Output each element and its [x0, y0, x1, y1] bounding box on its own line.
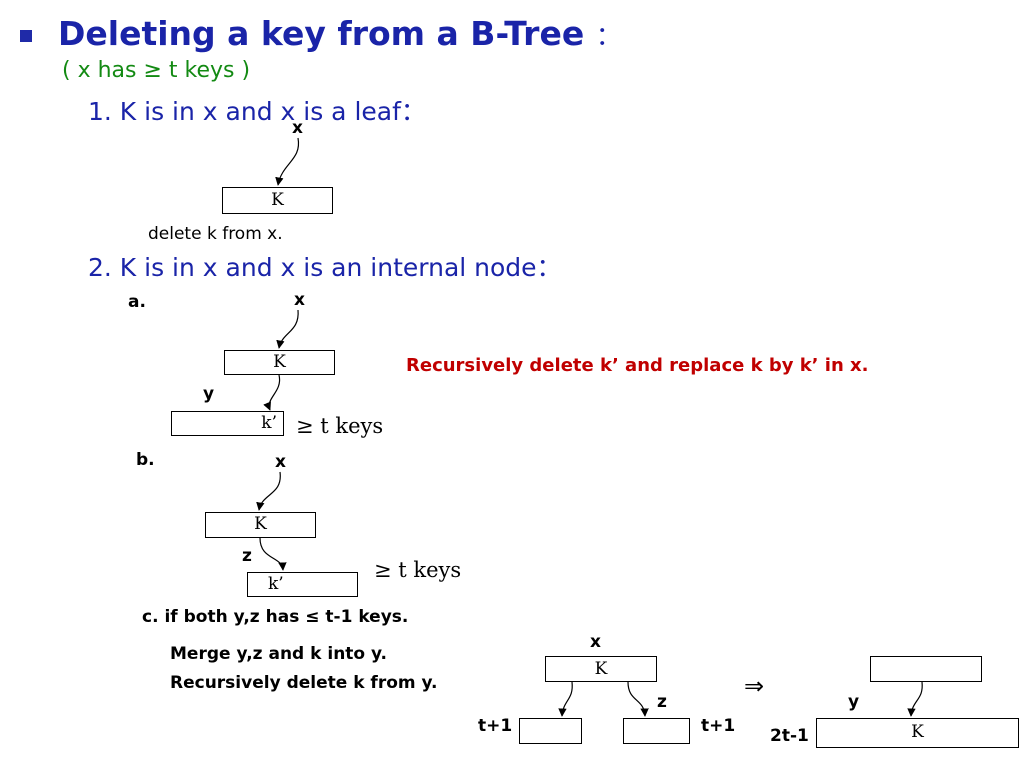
case1-node-x: K [222, 187, 333, 214]
case2b-node-x: K [205, 512, 316, 538]
case2c-result-y-label: y [848, 692, 860, 712]
case1-note: delete k from x. [148, 224, 283, 244]
case1-heading: 1. K is in x and x is a leaf： [88, 97, 426, 126]
case2c-node-x: K [545, 656, 657, 682]
case2c-condition: c. if both y,z has ≤ t-1 keys. [142, 607, 409, 627]
case2-heading: 2. K is in x and x is an internal node： [88, 253, 562, 282]
case2c-merged-node: K [816, 718, 1019, 748]
case2b-label: b. [136, 450, 155, 470]
case2b-x-label: x [275, 452, 286, 472]
case2a-node-x: K [224, 350, 335, 375]
case2a-y-label: y [203, 384, 215, 404]
case2b-node-key: K [254, 514, 267, 534]
precondition-text: ( x has ≥ t keys ) [62, 58, 251, 83]
case2c-node-z [623, 718, 690, 744]
case1-node-key: K [271, 190, 284, 210]
case2a-child-key: k’ [261, 413, 277, 433]
case2b-z-label: z [242, 546, 252, 566]
case2b-node-z: k’ [247, 572, 358, 597]
case2c-node-key: K [594, 659, 608, 679]
case2c-x-label: x [590, 632, 601, 652]
case2a-label: a. [128, 292, 146, 312]
case2c-result-node-x [870, 656, 982, 682]
case2c-line2: Recursively delete k from y. [170, 673, 438, 693]
title-text: Deleting a key from a B-Tree [58, 14, 585, 53]
case2c-right-count: t+1 [701, 716, 736, 736]
case2c-line1: Merge y,z and k into y. [170, 644, 387, 664]
case2b-child-key: k’ [268, 574, 284, 594]
case2c-right-pointer [627, 681, 649, 717]
implies-arrow-icon: ⇒ [744, 672, 765, 700]
case2a-keys-note: ≥ t keys [296, 414, 384, 438]
case2b-keys-note: ≥ t keys [374, 558, 462, 582]
case2b-x-pointer [256, 471, 281, 511]
case2c-merged-count: 2t-1 [770, 726, 809, 746]
case2a-y-pointer [263, 374, 281, 411]
case2c-left-pointer [558, 681, 573, 717]
case1-x-pointer [275, 137, 300, 186]
title-bullet [20, 30, 32, 42]
case1-x-label: x [292, 118, 303, 138]
page-title: Deleting a key from a B-Tree ： [58, 14, 622, 53]
title-colon: ： [595, 22, 622, 52]
case2a-node-y: k’ [171, 411, 284, 436]
case2a-node-key: K [273, 352, 286, 372]
case2c-left-count: t+1 [478, 716, 513, 736]
case2b-z-pointer [259, 537, 287, 571]
case2a-x-pointer [276, 309, 299, 349]
case2c-node-y [519, 718, 582, 744]
case2a-x-label: x [294, 290, 305, 310]
case2c-merged-key: K [911, 722, 924, 742]
case2c-z-label: z [657, 692, 667, 712]
case2a-description: Recursively delete k’ and replace k by k… [406, 355, 869, 376]
case2c-result-pointer [907, 681, 923, 717]
